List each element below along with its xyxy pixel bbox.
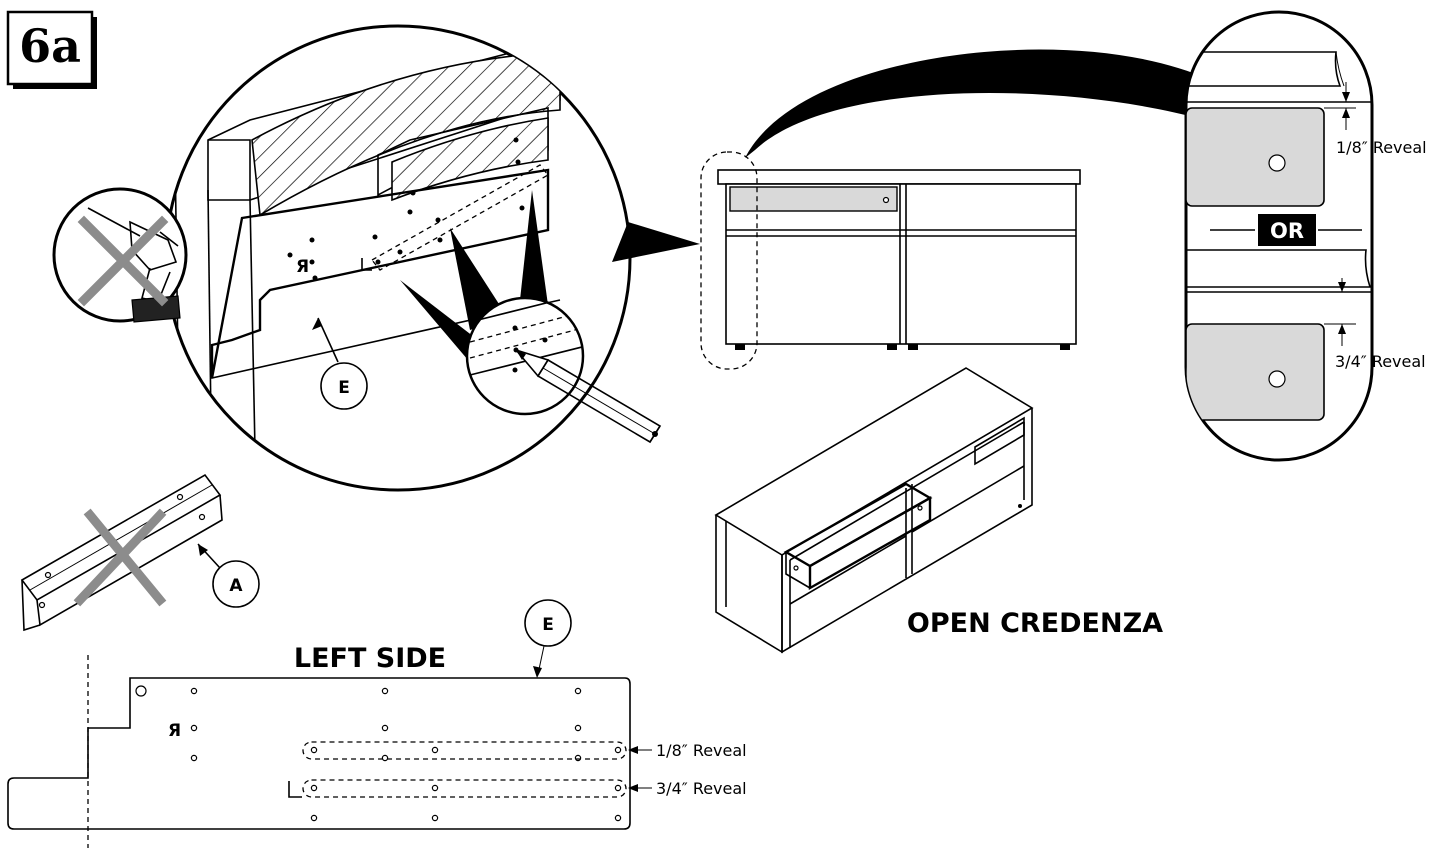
no-drill-icon <box>52 187 188 323</box>
left-side-template: LEFT SIDE Я 1/8″ Reveal 3/4″ Reveal E <box>7 599 747 848</box>
leader-swoosh <box>745 49 1210 158</box>
bracket-holes <box>287 137 525 281</box>
svg-text:E: E <box>338 378 350 398</box>
pencil-mark-detail <box>465 296 662 444</box>
reveal-3-4-detail-label: 3/4″ Reveal <box>1335 352 1426 371</box>
leader-wedge <box>450 228 508 330</box>
open-credenza-view: OPEN CREDENZA <box>714 367 1163 654</box>
svg-text:A: A <box>229 576 243 596</box>
reveal-dimension-marks: 1/8″ Reveal 3/4″ Reveal <box>1324 82 1427 371</box>
credenza-front-view <box>612 151 1081 370</box>
leader-wedge <box>520 190 548 305</box>
reveal-1-8-label: 1/8″ Reveal <box>656 741 747 760</box>
open-credenza-title: OPEN CREDENZA <box>907 608 1163 639</box>
step-number: 6a <box>19 19 81 73</box>
reveal-3-4-label: 3/4″ Reveal <box>656 779 747 798</box>
drawer-panel <box>729 186 898 212</box>
part-e-callout-top: E <box>320 362 368 410</box>
or-label: OR <box>1270 219 1304 243</box>
reveal-1-8-detail-label: 1/8″ Reveal <box>1336 138 1427 157</box>
part-e-callout-bottom: E <box>524 599 572 678</box>
magnified-bracket-view: Я E <box>164 24 632 492</box>
left-side-title: LEFT SIDE <box>294 643 446 674</box>
pencil-icon <box>513 348 662 444</box>
leader-wedge <box>400 280 478 360</box>
no-part-a-icon: A <box>20 473 260 632</box>
reveal-detail-view: OR <box>1184 10 1374 462</box>
svg-text:E: E <box>542 615 554 635</box>
part-a-callout: A <box>212 560 260 608</box>
template-holes <box>190 687 622 822</box>
bracket-r-mark: Я <box>296 257 309 277</box>
bracket-r-mark: Я <box>168 721 181 741</box>
step-number-box: 6a <box>6 10 97 89</box>
